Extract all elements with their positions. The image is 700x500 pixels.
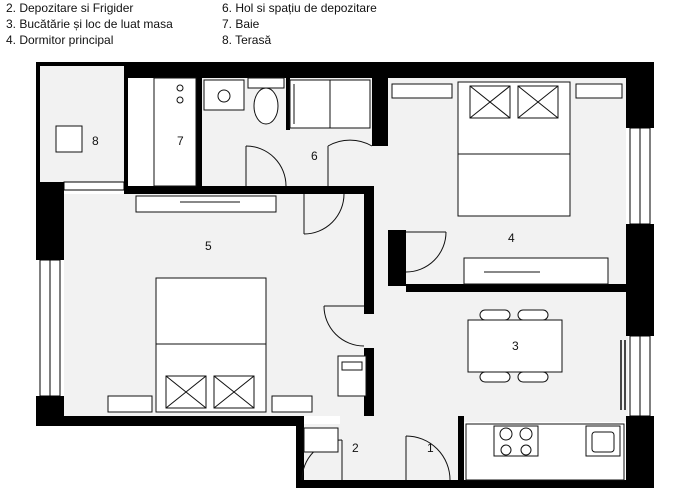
room-number-entrance: 1 bbox=[427, 441, 434, 455]
wall-bedroom-lower-right bbox=[364, 348, 374, 416]
wall-hall-bottom bbox=[300, 186, 374, 194]
wall-left-lower bbox=[36, 396, 64, 424]
wall-top-right bbox=[376, 62, 654, 78]
legend-item-hall: 6. Hol si spațiu de depozitare bbox=[222, 1, 377, 15]
wall-terrace-top bbox=[36, 62, 128, 66]
legend-item-terrace: 8. Terasă bbox=[222, 33, 272, 47]
windows bbox=[39, 127, 651, 417]
floor-entrance bbox=[340, 416, 462, 482]
dining-table bbox=[467, 319, 563, 373]
wall-master-left bbox=[372, 78, 388, 146]
bedroom-furniture bbox=[107, 195, 367, 413]
wall-terrace-left bbox=[36, 62, 40, 186]
wall-left-upper bbox=[36, 182, 64, 260]
master-wardrobe bbox=[463, 257, 609, 285]
hall-wardrobe bbox=[289, 79, 371, 129]
legend-item-kitchen: 3. Bucătărie și loc de luat masa bbox=[6, 17, 173, 31]
legend-item-bathroom: 7. Baie bbox=[222, 17, 260, 31]
toilet bbox=[253, 87, 279, 125]
room-number-kitchen: 3 bbox=[512, 339, 519, 353]
fridge bbox=[303, 427, 339, 453]
room-number-bedroom: 5 bbox=[205, 239, 212, 253]
wall-storage-left bbox=[296, 424, 304, 488]
wall-master-bottom bbox=[406, 284, 626, 292]
room-number-storage: 2 bbox=[352, 441, 359, 455]
room-numbers: 1 2 3 4 5 6 7 8 bbox=[92, 134, 519, 455]
terrace-table bbox=[55, 125, 83, 153]
window-terrace-door bbox=[63, 181, 125, 191]
wall-bath-bottom bbox=[124, 186, 302, 194]
legend-item-master-bedroom: 4. Dormitor principal bbox=[6, 33, 114, 47]
terrace-furniture bbox=[55, 125, 83, 153]
bedroom-wardrobe bbox=[135, 195, 277, 213]
legend-item-storage: 2. Depozitare si Frigider bbox=[6, 1, 134, 15]
wall-right-lower bbox=[626, 416, 654, 488]
floor-terrace bbox=[40, 62, 124, 186]
wall-top-left bbox=[124, 62, 388, 78]
wall-right-mid bbox=[626, 224, 654, 336]
toilet-tank bbox=[247, 77, 285, 89]
wall-right-upper bbox=[626, 62, 654, 128]
floor-center bbox=[372, 194, 406, 424]
room-number-hall: 6 bbox=[311, 149, 318, 163]
wall-bedroom-right bbox=[364, 194, 374, 314]
radiator bbox=[620, 340, 626, 410]
wall-kitchen-divider bbox=[458, 416, 464, 488]
wall-center bbox=[388, 230, 406, 286]
master-bedroom-furniture bbox=[391, 81, 623, 285]
wall-bath-right bbox=[196, 78, 202, 186]
room-number-bathroom: 7 bbox=[177, 134, 184, 148]
walls bbox=[36, 62, 654, 488]
legend: 2. Depozitare si Frigider 3. Bucătărie ș… bbox=[0, 0, 700, 52]
kitchen-furniture bbox=[303, 309, 625, 481]
wall-terrace-right bbox=[124, 62, 128, 186]
room-number-terrace: 8 bbox=[92, 134, 99, 148]
bathroom-fixtures bbox=[153, 77, 285, 187]
room-number-master-bedroom: 4 bbox=[508, 231, 515, 245]
shower bbox=[153, 77, 197, 187]
wall-hall-divider bbox=[286, 78, 290, 130]
wall-bottom-left bbox=[36, 416, 304, 426]
wall-bottom bbox=[300, 480, 654, 488]
